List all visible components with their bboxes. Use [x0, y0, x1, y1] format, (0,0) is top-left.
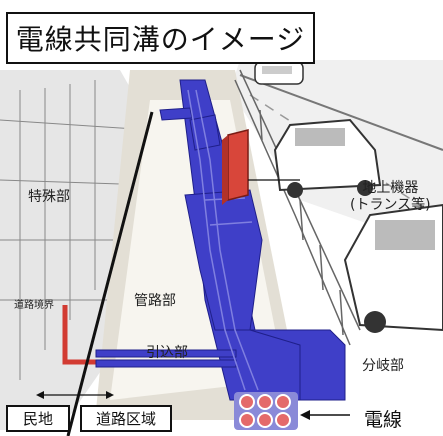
boundary-arrow: [36, 391, 114, 399]
label-ground-equipment-line1: 地上機器: [362, 180, 419, 196]
boundary-line: [66, 111, 154, 436]
lane-line: [239, 74, 443, 151]
label-special-section: 特殊部: [28, 189, 70, 205]
wire-arrow: [300, 410, 350, 420]
transformer: [222, 129, 249, 205]
page-title: 電線共同溝のイメージ: [6, 12, 315, 64]
label-branch-section: 分岐部: [362, 358, 404, 374]
cable-bundle: [234, 392, 298, 430]
label-ground-equipment-line2: (トランス等): [350, 197, 431, 213]
label-wire: 電線: [364, 409, 403, 431]
label-service-section: 引込部: [146, 345, 188, 361]
label-road-area: 道路区域: [80, 405, 172, 432]
car-far: [254, 61, 304, 85]
label-private-land: 民地: [6, 405, 70, 432]
label-road-boundary: 道路境界: [14, 300, 54, 311]
car-middle: [273, 118, 382, 198]
label-ground-equipment: 地上機器 (トランス等): [350, 180, 431, 214]
label-conduit-section: 管路部: [134, 293, 176, 309]
car-near: [343, 203, 443, 333]
